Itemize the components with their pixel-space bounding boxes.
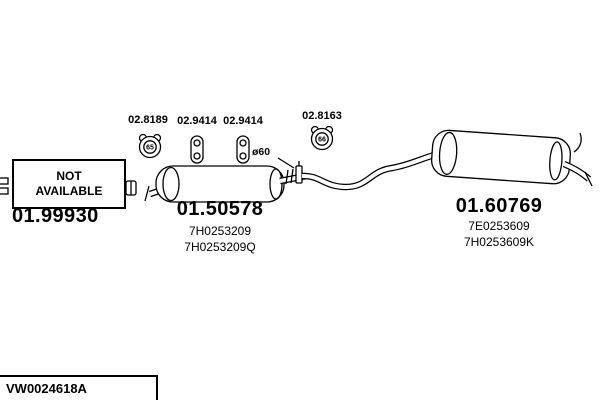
part-number-middle: 01.50578 (176, 198, 264, 220)
mount-label-3: 02.9414 (223, 115, 263, 127)
not-available-box: NOT AVAILABLE (12, 159, 126, 209)
front-pipe-stub-drawing (0, 177, 9, 195)
mount-badge-1: 65 (146, 145, 154, 152)
drawing-number-block: VW0024618A (0, 375, 158, 400)
rubber-hanger-icon-3 (236, 135, 250, 164)
outlet-clamp-drawing (277, 157, 307, 185)
tailpipe-drawing (562, 160, 593, 187)
intermediate-pipe-drawing (301, 150, 439, 191)
rubber-hanger-icon-2 (190, 135, 204, 164)
oe-code-right-2: 7H0253609K (463, 235, 535, 249)
oe-code-middle-1: 7H0253209 (188, 224, 252, 238)
rear-muffler-drawing (430, 129, 572, 185)
rear-hanger-rod-drawing (573, 132, 582, 153)
rubber-mount-icon-4: 66 (310, 125, 334, 151)
oe-code-right-1: 7E0253609 (468, 219, 530, 233)
part-number-left: 01.99930 (12, 205, 99, 227)
part-number-right: 01.60769 (455, 195, 543, 217)
not-available-line2: AVAILABLE (35, 184, 103, 198)
mount-label-1: 02.8189 (128, 114, 168, 126)
mount-label-4: 02.8163 (302, 110, 342, 122)
drawing-number: VW0024618A (6, 381, 87, 396)
oe-code-middle-2: 7H0253209Q (184, 240, 256, 254)
not-available-line1: NOT (56, 169, 82, 183)
rubber-mount-icon-1: 65 (138, 133, 162, 159)
mount-label-2: 02.9414 (177, 115, 217, 127)
diameter-label: ø60 (252, 146, 271, 158)
middle-muffler-drawing (155, 165, 285, 203)
mount-badge-4: 66 (318, 137, 326, 144)
front-connector-drawing (125, 180, 137, 196)
